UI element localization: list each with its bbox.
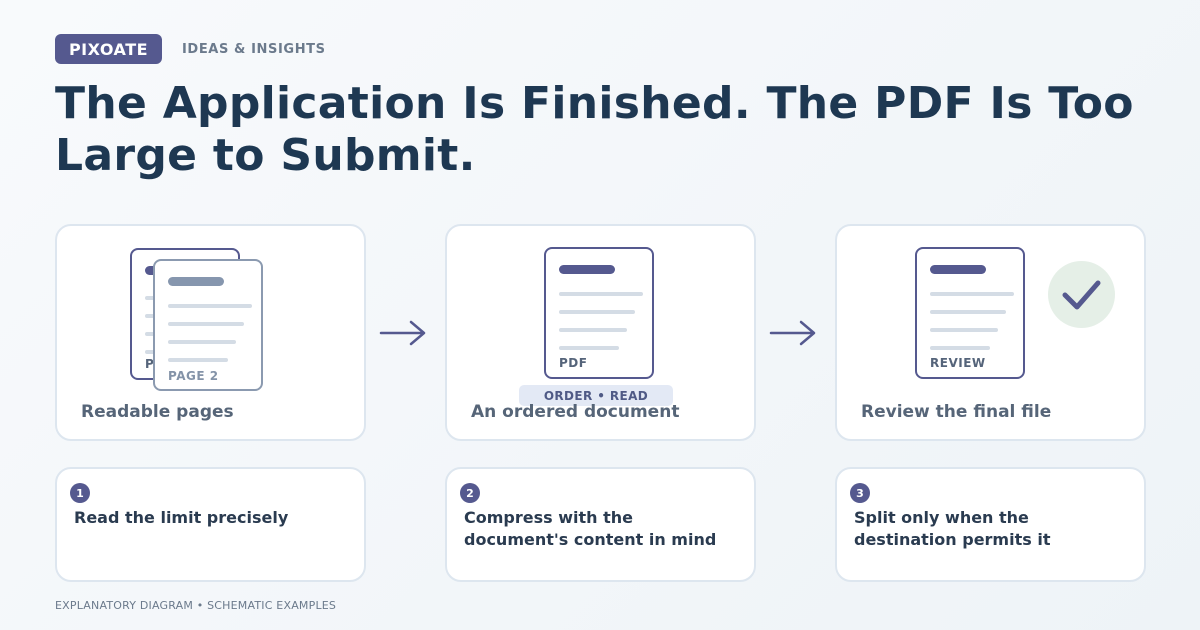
document-label: PAGE 2 — [168, 369, 219, 383]
text-line — [168, 322, 244, 326]
document-header-bar — [168, 277, 224, 286]
checkmark-badge — [1048, 261, 1115, 328]
text-line — [930, 346, 990, 350]
text-line — [930, 310, 1006, 314]
category-label: IDEAS & INSIGHTS — [182, 42, 326, 57]
text-line — [168, 340, 236, 344]
text-line — [559, 346, 619, 350]
text-line — [168, 358, 228, 362]
step-card-1: 1 Read the limit precisely — [55, 467, 366, 582]
step-card-2: 2 Compress with the document's content i… — [445, 467, 756, 582]
document-label: P — [145, 357, 155, 371]
arrow-right-icon — [379, 320, 426, 346]
arrow-right-icon — [769, 320, 816, 346]
stage-card-review: REVIEW Review the final file — [835, 224, 1146, 441]
order-read-pill: ORDER • READ — [519, 385, 673, 406]
document-label: PDF — [559, 356, 588, 370]
step-text: Split only when the destination permits … — [854, 508, 1051, 549]
step-number: 1 — [70, 483, 90, 503]
step-number: 2 — [460, 483, 480, 503]
document-header-bar — [559, 265, 615, 274]
stage-card-readable-pages: P PAGE 2 Readable pages — [55, 224, 366, 441]
step-text: Read the limit precisely — [74, 508, 289, 527]
document-label: REVIEW — [930, 356, 986, 370]
brand-badge: PIXOATE — [55, 34, 162, 64]
document-pdf: PDF — [544, 247, 654, 379]
document-review: REVIEW — [915, 247, 1025, 379]
text-line — [930, 328, 998, 332]
text-line — [559, 310, 635, 314]
text-line — [559, 328, 627, 332]
step-card-3: 3 Split only when the destination permit… — [835, 467, 1146, 582]
text-line — [559, 292, 643, 296]
stage-caption: An ordered document — [471, 402, 680, 422]
checkmark-icon — [1062, 280, 1101, 310]
text-line — [930, 292, 1014, 296]
document-page-2: PAGE 2 — [153, 259, 263, 391]
stage-caption: Readable pages — [81, 402, 234, 422]
footer-note: EXPLANATORY DIAGRAM • SCHEMATIC EXAMPLES — [55, 599, 337, 612]
stage-caption: Review the final file — [861, 402, 1052, 422]
text-line — [168, 304, 252, 308]
step-text: Compress with the document's content in … — [464, 508, 717, 549]
page-title: The Application Is Finished. The PDF Is … — [55, 78, 1134, 181]
stage-card-ordered-document: PDF ORDER • READ An ordered document — [445, 224, 756, 441]
step-number: 3 — [850, 483, 870, 503]
document-header-bar — [930, 265, 986, 274]
